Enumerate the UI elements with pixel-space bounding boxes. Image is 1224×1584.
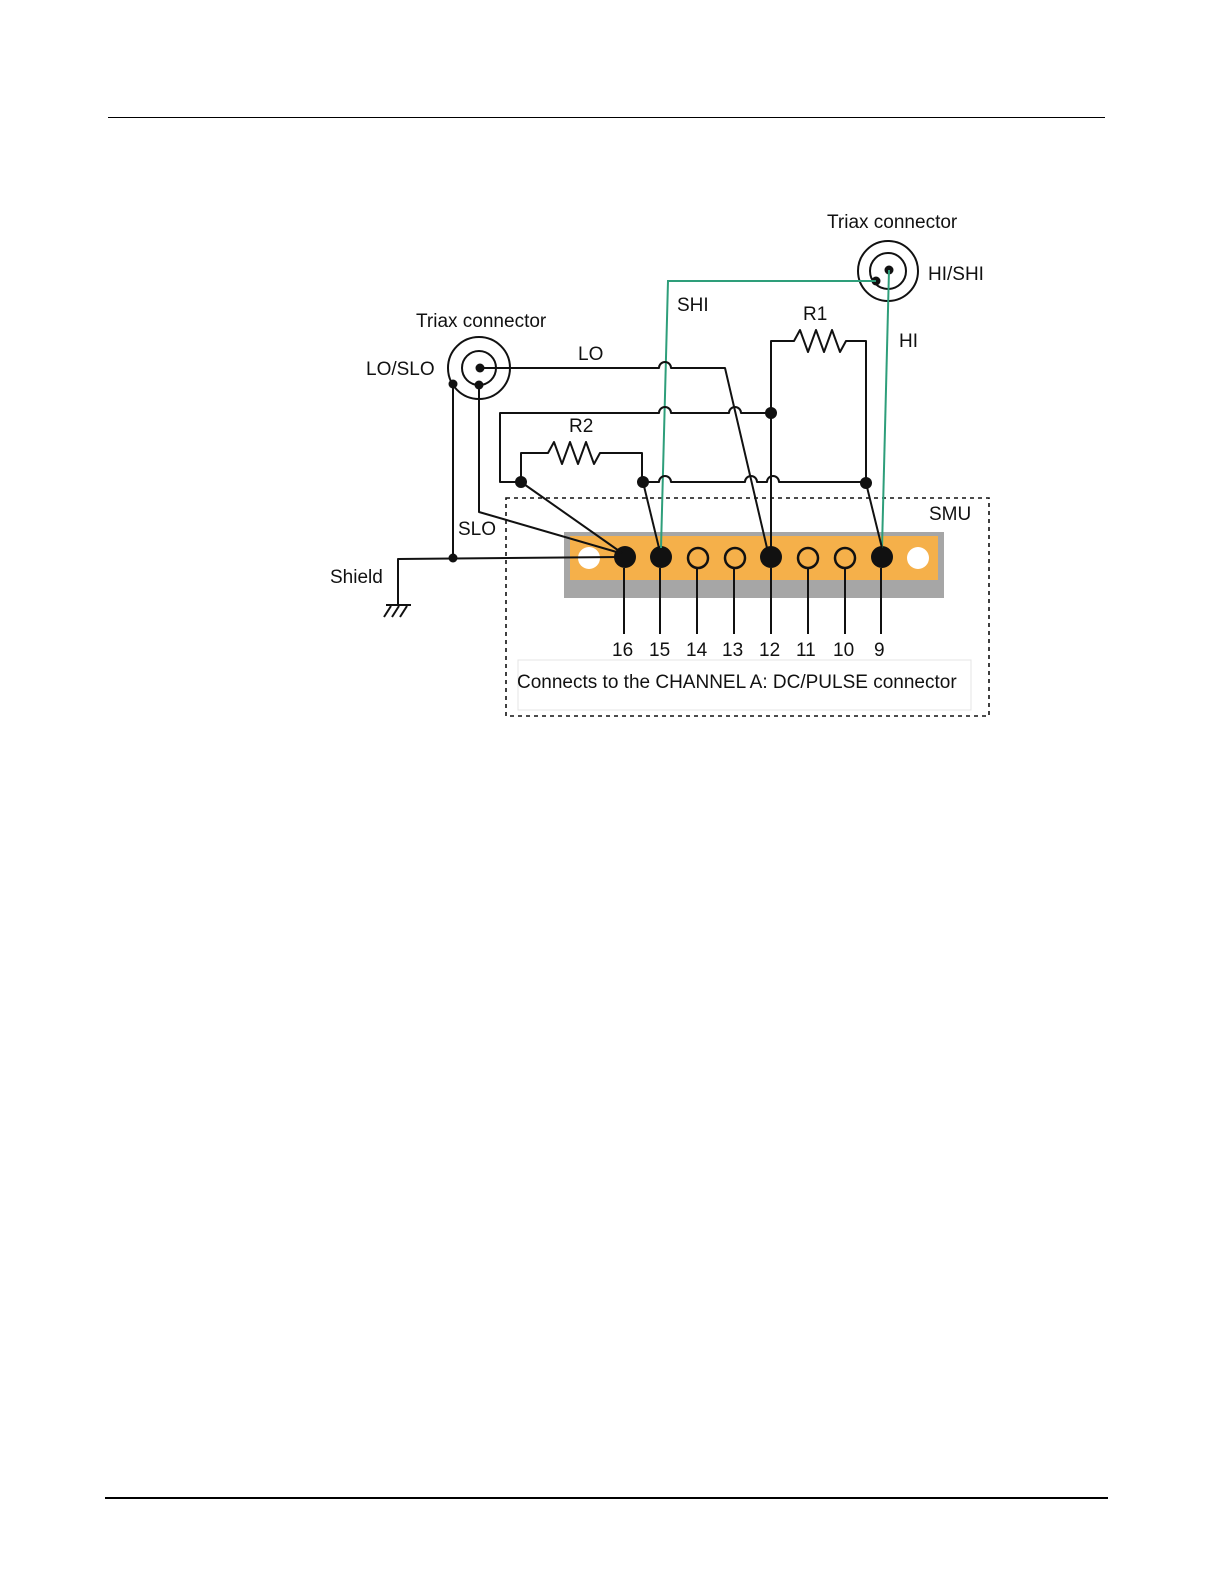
slo-label: SLO [458, 519, 496, 540]
shi-label: SHI [677, 295, 709, 316]
r2-resistor [521, 442, 642, 482]
pin-15-contact [650, 546, 672, 568]
lo-label: LO [578, 344, 603, 365]
triax-hi-label: HI/SHI [928, 264, 984, 285]
r1-feed-wire [500, 407, 771, 482]
pin-label-15: 15 [649, 640, 670, 661]
ground-icon [384, 605, 411, 617]
pin-label-16: 16 [612, 640, 633, 661]
pin-label-14: 14 [686, 640, 708, 661]
connector-caption: Connects to the CHANNEL A: DC/PULSE conn… [517, 672, 957, 693]
r1-label: R1 [803, 304, 827, 325]
shield-junction [449, 554, 458, 563]
lo-wire [480, 362, 767, 548]
mounting-hole-right [907, 547, 929, 569]
r2-crossing-wire [643, 476, 866, 482]
pin-label-13: 13 [722, 640, 743, 661]
r1-branch [771, 330, 882, 548]
pin-9-contact [871, 546, 893, 568]
pin-label-11: 11 [796, 640, 816, 661]
footer-rule [105, 1497, 1108, 1499]
smu-label: SMU [929, 504, 971, 525]
r2-label: R2 [569, 416, 593, 437]
triax-lo-label: LO/SLO [366, 359, 435, 380]
shield-label: Shield [330, 567, 383, 588]
hi-label: HI [899, 331, 918, 352]
pin-label-12: 12 [759, 640, 780, 661]
pin-label-10: 10 [833, 640, 854, 661]
pin-label-9: 9 [874, 640, 885, 661]
hi-wire [882, 270, 889, 548]
triax-hi-title: Triax connector [827, 212, 958, 233]
pin-12-contact [760, 546, 782, 568]
triax-lo-title: Triax connector [416, 311, 547, 332]
